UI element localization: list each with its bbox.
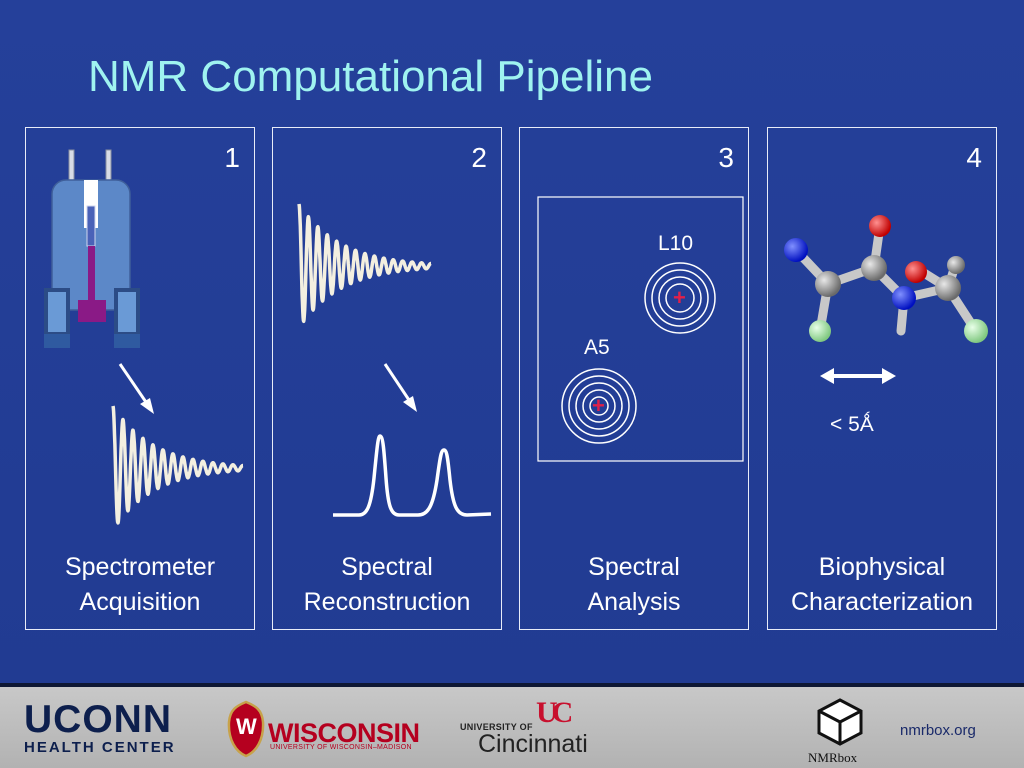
peak-label-l10: L10 [658,232,694,255]
spectrum-2d-plot [537,196,744,462]
panel-number: 4 [966,142,982,173]
cincinnati-logo-text: Cincinnati [478,730,588,758]
nmrbox-cube-icon [817,698,863,746]
panel-caption: Spectrometer Acquisition [64,553,216,616]
nmrbox-url: nmrbox.org [900,722,976,739]
slide-title: NMR Computational Pipeline [88,52,653,101]
panel-number: 3 [718,142,734,173]
wisconsin-logo-subtext: UNIVERSITY OF WISCONSIN–MADISON [270,744,412,751]
wisconsin-crest-letter: W [236,714,257,739]
cincinnati-logo-small: UNIVERSITY OF [460,722,533,732]
panel-number: 1 [224,142,240,173]
cincinnati-uc-mark: UC [536,696,573,729]
peak-marker-a5: + [592,393,605,418]
distance-label: < 5Ǻ [830,413,874,436]
panel-number: 2 [471,142,487,173]
peak-marker-l10: + [673,285,686,310]
panel-spectral-reconstruction: 2 Spectral Reconstruction [272,127,502,630]
slide-background [0,0,1024,683]
spectrometer-icon [44,149,140,348]
fid-signal [111,405,245,525]
panel-spectrometer-acquisition: 1 Spectrometer Acquisition [25,127,255,630]
spectrum-peaks [333,434,492,517]
fid-signal [297,203,433,324]
arrow-icon [383,363,417,412]
double-arrow-icon [820,368,896,384]
peak-label-a5: A5 [584,336,610,359]
nmrbox-logo-text: NMRbox [808,750,858,765]
footer-divider [0,683,1024,687]
panel-caption: Biophysical Characterization [790,553,974,616]
panel-biophysical-characterization: 4 < [767,127,997,630]
wisconsin-crest-icon [227,700,265,758]
panel-caption: Spectral Reconstruction [303,553,471,616]
arrow-icon [118,363,154,414]
wisconsin-logo-text: WISCONSIN [268,718,420,748]
molecule-model [784,215,988,343]
panel-spectral-analysis: 3 L10 A5 + + Spectral Analysis [519,127,749,630]
uconn-logo: UCONN HEALTH CENTER [24,698,176,756]
panel-caption: Spectral Analysis [587,553,681,616]
